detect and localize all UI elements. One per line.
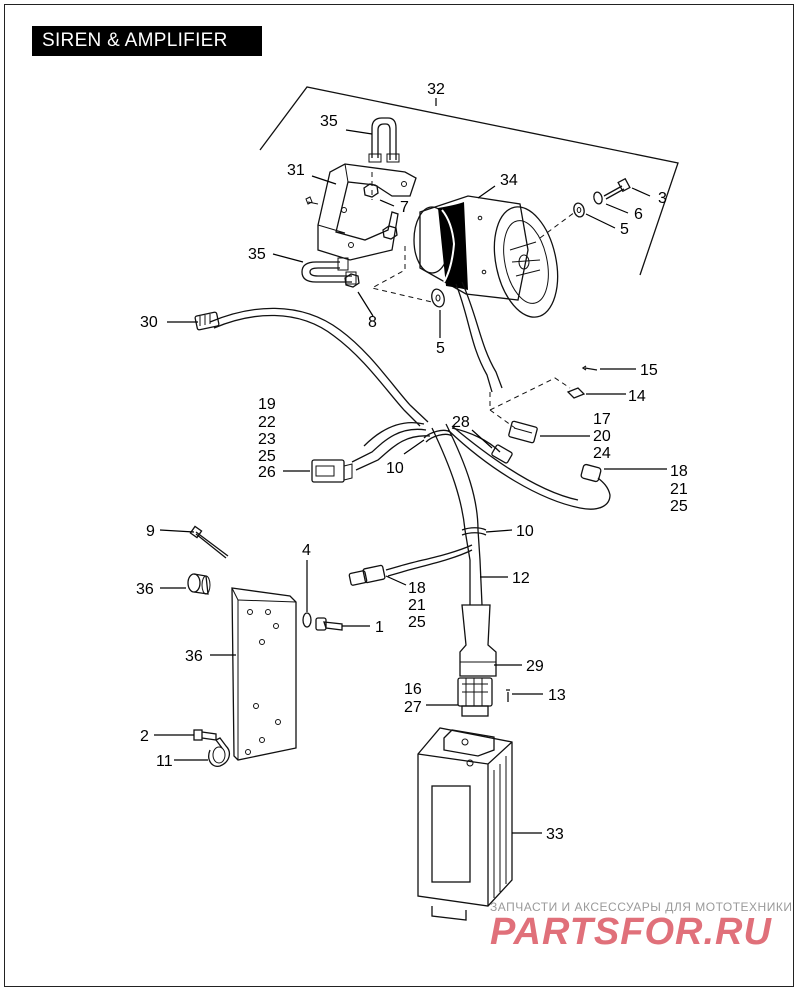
connector-27 — [457, 677, 493, 717]
connector-26 — [311, 459, 353, 483]
wiring-harness — [194, 307, 611, 717]
callout-30: 30 — [140, 314, 158, 331]
callout-8: 8 — [368, 314, 377, 331]
diagram-frame — [4, 4, 794, 987]
callout-20: 20 — [593, 428, 611, 445]
callout-23: 23 — [258, 431, 276, 448]
callout-17: 17 — [593, 411, 611, 428]
callout-36-plate: 36 — [185, 648, 203, 665]
callout-1: 1 — [375, 619, 384, 636]
watermark: ЗАПЧАСТИ И АКСЕССУАРЫ ДЛЯ МОТОТЕХНИКИ PA… — [490, 900, 792, 953]
callout-35-top: 35 — [320, 113, 338, 130]
siren-mounting-bracket — [305, 163, 417, 261]
callout-16: 16 — [404, 681, 422, 698]
washer-5-lower — [431, 288, 445, 308]
callout-19: 19 — [258, 396, 276, 413]
callout-3: 3 — [658, 190, 667, 207]
callout-24: 24 — [593, 445, 611, 462]
cable-tie-9 — [189, 525, 229, 559]
callout-labels: 32 35 31 34 3 7 6 5 35 8 30 5 15 14 19 2… — [136, 81, 688, 843]
washer-5-right — [573, 202, 585, 218]
watermark-tagline: ЗАПЧАСТИ И АКСЕССУАРЫ ДЛЯ МОТОТЕХНИКИ — [490, 900, 792, 914]
amplifier-mounting-plate — [231, 587, 297, 761]
pin-13 — [506, 689, 510, 702]
callout-11: 11 — [156, 753, 173, 770]
p-clip-11 — [208, 737, 231, 767]
callout-9: 9 — [146, 523, 155, 540]
callout-6: 6 — [634, 206, 643, 223]
callout-35-bottom: 35 — [248, 246, 266, 263]
callout-21-lower: 21 — [408, 597, 426, 614]
u-bolt-bottom — [301, 257, 357, 285]
callout-7: 7 — [400, 199, 409, 216]
callout-14: 14 — [628, 388, 646, 405]
siren-speaker — [413, 195, 559, 318]
cable-strap-10-lower — [461, 527, 487, 536]
callout-13: 13 — [548, 687, 566, 704]
connector-30 — [194, 311, 220, 331]
siren-group-bracket — [259, 86, 679, 276]
washer-4 — [302, 612, 312, 628]
screw-2 — [193, 729, 217, 741]
callout-21-right: 21 — [670, 481, 688, 498]
rubber-grommet-36 — [187, 573, 211, 595]
callout-25-lower: 25 — [408, 614, 426, 631]
connector-20 — [508, 420, 538, 444]
callout-25-right: 25 — [670, 498, 688, 515]
callout-27: 27 — [404, 699, 422, 716]
terminal-14 — [566, 387, 586, 399]
callout-5-lower: 5 — [436, 340, 445, 357]
amplifier-unit — [417, 727, 513, 921]
nut-8 — [344, 273, 360, 288]
callout-31: 31 — [287, 162, 305, 179]
terminal-28 — [491, 444, 513, 464]
callout-28: 28 — [452, 414, 470, 431]
callout-34: 34 — [500, 172, 518, 189]
callout-10-upper: 10 — [386, 460, 404, 477]
lock-washer-6 — [593, 191, 603, 205]
connector-18-lower — [348, 564, 386, 586]
callout-12: 12 — [512, 570, 530, 587]
u-bolt-top — [368, 117, 400, 163]
callout-26: 26 — [258, 464, 276, 481]
connector-18-right — [580, 463, 602, 483]
callout-33: 33 — [546, 826, 564, 843]
callout-10-lower: 10 — [516, 523, 534, 540]
callout-32: 32 — [427, 81, 445, 98]
callout-15: 15 — [640, 362, 658, 379]
callout-4: 4 — [302, 542, 311, 559]
connector-29 — [459, 604, 497, 677]
callout-22: 22 — [258, 414, 276, 431]
cable-strap-10-upper — [423, 429, 453, 443]
screw-1 — [315, 617, 343, 631]
callout-18-right: 18 — [670, 463, 688, 480]
callout-29: 29 — [526, 658, 544, 675]
callout-25-group: 25 — [258, 448, 276, 465]
screw-3 — [603, 177, 631, 200]
leader-lines — [154, 98, 667, 834]
callout-5-right: 5 — [620, 221, 629, 238]
watermark-logo: PARTSFOR.RU — [490, 911, 772, 953]
pin-15 — [581, 365, 598, 371]
callout-18-lower: 18 — [408, 580, 426, 597]
callout-36-grommet: 36 — [136, 581, 154, 598]
page-title: SIREN & AMPLIFIER — [32, 26, 262, 56]
callout-2: 2 — [140, 728, 149, 745]
